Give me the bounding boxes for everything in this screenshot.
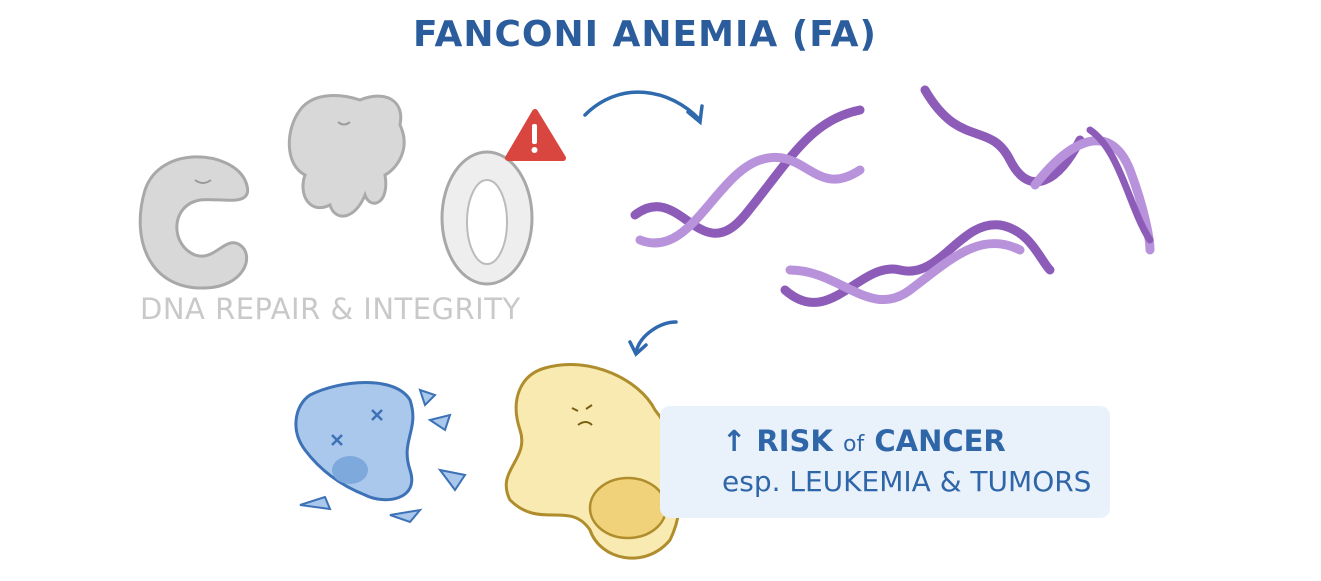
cancer-word: CANCER xyxy=(874,424,1006,458)
risk-heading: ↑ RISK of CANCER xyxy=(722,424,1006,458)
arrow-icon xyxy=(583,90,704,126)
risk-word: RISK xyxy=(756,424,833,458)
cancer-cell-icon xyxy=(504,363,683,560)
ring-protein-icon xyxy=(440,150,534,286)
dna-repair-label: DNA REPAIR & INTEGRITY xyxy=(140,292,521,326)
up-arrow-icon: ↑ xyxy=(722,424,747,458)
risk-detail: esp. LEUKEMIA & TUMORS xyxy=(722,465,1092,498)
warning-icon xyxy=(505,109,566,161)
dna-helix-icon xyxy=(630,85,1155,307)
blob-protein-icon xyxy=(287,94,406,218)
dead-cell-icon xyxy=(294,381,467,524)
risk-callout-box xyxy=(660,406,1110,518)
arrow-down-icon xyxy=(628,320,678,357)
of-word: of xyxy=(843,432,865,457)
c-shaped-protein-icon xyxy=(138,155,249,290)
page-title: FANCONI ANEMIA (FA) xyxy=(413,14,877,55)
